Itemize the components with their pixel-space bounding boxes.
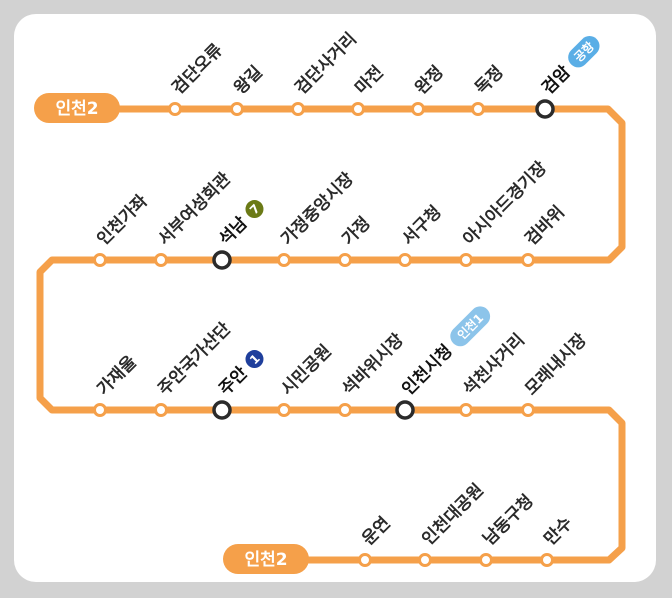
- station-석바위시장[interactable]: 석바위시장: [338, 330, 408, 417]
- station-marker: [540, 553, 554, 567]
- station-label: 석남: [215, 213, 252, 250]
- station-marker: [168, 102, 182, 116]
- station-label: 운연: [358, 513, 394, 549]
- transfer-station-marker: [535, 99, 555, 119]
- station-marker: [398, 253, 412, 267]
- station-인천대공원[interactable]: 인천대공원: [418, 480, 488, 567]
- station-marker: [521, 403, 535, 417]
- station-label: 주안: [215, 363, 252, 400]
- station-label: 서구청: [398, 202, 446, 250]
- station-marker: [277, 403, 291, 417]
- transfer-station-marker: [212, 400, 232, 420]
- station-검단사거리[interactable]: 검단사거리: [291, 29, 361, 116]
- transfer-badge: 인천1: [450, 306, 491, 347]
- station-label: 왕길: [230, 62, 266, 98]
- station-marker: [93, 403, 107, 417]
- station-marker: [459, 253, 473, 267]
- terminus-end[interactable]: 인천2: [223, 544, 309, 574]
- station-서구청[interactable]: 서구청: [398, 202, 446, 267]
- station-label: 인천대공원: [418, 480, 487, 549]
- terminus-label: 인천2: [55, 99, 98, 119]
- station-label: 검단오류: [168, 40, 227, 99]
- transfer-badge: 1: [245, 350, 264, 369]
- terminus-label: 인천2: [244, 550, 287, 570]
- station-marker: [154, 253, 168, 267]
- station-marker: [471, 102, 485, 116]
- station-label: 마전: [351, 62, 387, 98]
- station-아시아드경기장[interactable]: 아시아드경기장: [459, 158, 551, 267]
- station-marker: [338, 253, 352, 267]
- station-marker: [291, 102, 305, 116]
- station-label: 시민공원: [277, 341, 335, 399]
- station-label: 남동구청: [479, 490, 538, 549]
- station-marker: [479, 553, 493, 567]
- transfer-station-marker: [212, 250, 232, 270]
- station-marker: [277, 253, 291, 267]
- station-가정중앙시장[interactable]: 가정중앙시장: [277, 169, 358, 267]
- station-marker: [351, 102, 365, 116]
- station-label: 검단사거리: [291, 29, 360, 98]
- station-marker: [93, 253, 107, 267]
- station-label: 인천시청: [398, 340, 457, 399]
- station-남동구청[interactable]: 남동구청: [479, 490, 538, 567]
- station-label: 검암: [538, 62, 575, 99]
- line-track: [36, 105, 626, 564]
- station-label: 검바위: [521, 202, 568, 249]
- transfer-badge: 공항: [568, 36, 600, 68]
- station-marker: [521, 253, 535, 267]
- station-marker: [418, 553, 432, 567]
- station-label: 가정: [338, 213, 374, 249]
- station-label: 석바위시장: [338, 330, 408, 400]
- station-석천사거리[interactable]: 석천사거리: [459, 330, 529, 417]
- station-검단오류[interactable]: 검단오류: [168, 40, 227, 116]
- station-marker: [338, 403, 352, 417]
- transfer-station-marker: [395, 400, 415, 420]
- station-모래내시장[interactable]: 모래내시장: [521, 330, 591, 417]
- station-label: 완정: [411, 62, 447, 98]
- station-label: 인천가좌: [93, 191, 152, 250]
- station-label: 모래내시장: [521, 330, 591, 400]
- station-label: 독정: [471, 62, 507, 98]
- station-marker: [411, 102, 425, 116]
- station-검바위[interactable]: 검바위: [521, 202, 569, 267]
- station-인천가좌[interactable]: 인천가좌: [93, 191, 152, 267]
- station-marker: [154, 403, 168, 417]
- station-시민공원[interactable]: 시민공원: [277, 341, 336, 417]
- station-label: 가재울: [93, 352, 141, 400]
- station-가재울[interactable]: 가재울: [93, 352, 141, 417]
- station-marker: [358, 553, 372, 567]
- station-marker: [459, 403, 473, 417]
- station-label: 만수: [540, 513, 577, 550]
- terminus-start[interactable]: 인천2: [34, 93, 120, 123]
- transfer-badge: 7: [245, 200, 264, 219]
- station-marker: [230, 102, 244, 116]
